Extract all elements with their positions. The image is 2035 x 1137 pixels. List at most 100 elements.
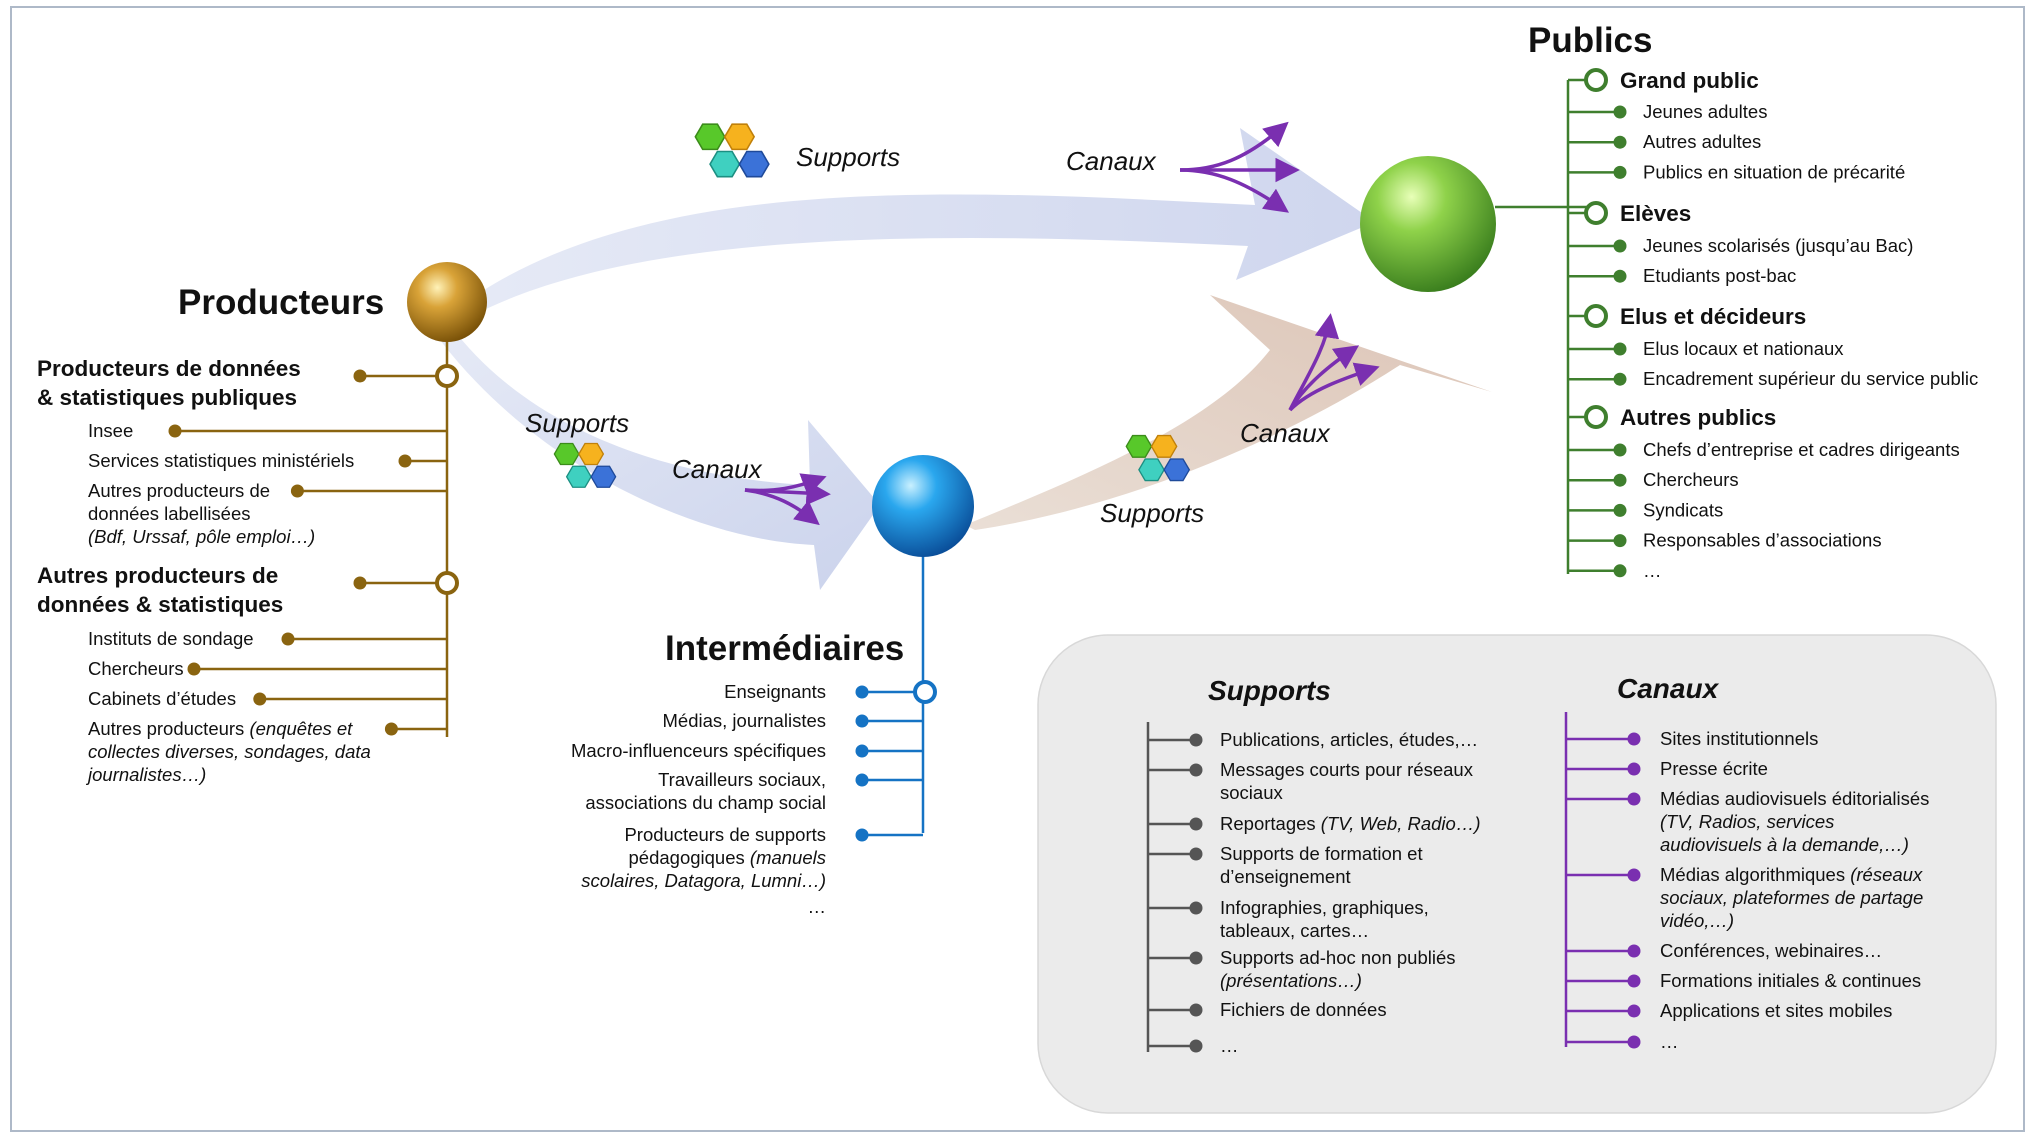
legend-canaux-dot <box>1627 792 1641 806</box>
producer-item-text: (enquêtes et <box>249 718 353 739</box>
producers-title: Producteurs <box>178 283 384 322</box>
intermediary-item-text: scolaires, Datagora, Lumni…) <box>581 870 826 891</box>
producer-item-text: Cabinets d’études <box>88 688 236 709</box>
legend-canaux-item: Applications et sites mobiles <box>1660 1000 1892 1021</box>
intermediary-item: Travailleurs sociaux,associations du cha… <box>585 769 826 813</box>
public-item: Responsables d’associations <box>1643 530 1882 551</box>
legend-canaux-item-text: (réseaux <box>1850 864 1923 885</box>
intermediary-ellipsis: … <box>808 896 827 917</box>
legend-canaux-item-text: (TV, Radios, services <box>1660 811 1834 832</box>
intermediaries-sphere <box>872 455 974 557</box>
producer-item-text: Instituts de sondage <box>88 628 254 649</box>
legend-supports-dot <box>1189 1003 1203 1017</box>
producer-item-text: Insee <box>88 420 133 441</box>
intermediary-item: Enseignants <box>724 681 826 702</box>
legend-supports-dot <box>1189 1039 1203 1053</box>
label-right-supports: Supports <box>1100 498 1204 528</box>
public-group-node <box>1584 304 1608 328</box>
legend-canaux-item-text: audiovisuels à la demande,…) <box>1660 834 1909 855</box>
legend-canaux-item-text: Sites institutionnels <box>1660 728 1818 749</box>
legend-supports-item: Publications, articles, études,… <box>1220 729 1478 750</box>
public-item-dot <box>1613 564 1627 578</box>
legend-canaux-dot <box>1627 868 1641 882</box>
legend-supports-item-text: Publications, articles, études,… <box>1220 729 1478 750</box>
legend-supports-dot <box>1189 733 1203 747</box>
legend-canaux-item-text: vidéo,…) <box>1660 910 1734 931</box>
legend-canaux-item: Médias audiovisuels éditorialisés(TV, Ra… <box>1660 788 1929 855</box>
legend-supports-item-text: Supports ad-hoc non publiés <box>1220 947 1456 968</box>
public-item-dot <box>1613 239 1627 253</box>
producer-group-node <box>435 364 459 388</box>
label-right-canaux: Canaux <box>1240 418 1331 448</box>
producer-item-text: (Bdf, Urssaf, pôle emploi…) <box>88 526 315 547</box>
legend-supports-item: Reportages (TV, Web, Radio…) <box>1220 813 1481 834</box>
canaux-fan-right-icon <box>1288 313 1380 412</box>
label-top-canaux: Canaux <box>1066 146 1157 176</box>
intermediary-item-text: (manuels <box>750 847 826 868</box>
producer-item-text: journalistes…) <box>85 764 206 785</box>
public-group-title: Grand public <box>1620 68 1759 93</box>
public-item: Jeunes scolarisés (jusqu’au Bac) <box>1643 235 1913 256</box>
legend-canaux-dot <box>1627 762 1641 776</box>
arrow-producers-to-publics <box>455 128 1375 318</box>
public-item-dot <box>1613 105 1627 119</box>
legend-canaux-item: Conférences, webinaires… <box>1660 940 1882 961</box>
tree-lists: Producteurs de données& statistiques pub… <box>37 68 1978 1056</box>
producer-group-title-line: Producteurs de données <box>37 356 301 381</box>
legend-supports-item-text: (TV, Web, Radio…) <box>1321 813 1481 834</box>
public-item-dot <box>1613 269 1627 283</box>
legend-canaux-item: Sites institutionnels <box>1660 728 1818 749</box>
producer-item: Insee <box>88 420 133 441</box>
legend-canaux-dot <box>1627 974 1641 988</box>
legend-canaux-item: Presse écrite <box>1660 758 1768 779</box>
legend-supports-item-text: (présentations…) <box>1220 970 1362 991</box>
public-item: Elus locaux et nationaux <box>1643 338 1844 359</box>
legend-canaux-dot <box>1627 1035 1641 1049</box>
legend-canaux-title: Canaux <box>1617 673 1720 704</box>
public-item: Chercheurs <box>1643 469 1739 490</box>
producer-group-title: Producteurs de données& statistiques pub… <box>37 356 301 410</box>
publics-sphere <box>1360 156 1496 292</box>
public-item-dot <box>1613 342 1627 356</box>
producers-sphere <box>407 262 487 342</box>
legend-supports-item-text: Fichiers de données <box>1220 999 1387 1020</box>
frame-border <box>10 6 2025 1132</box>
public-item-dot <box>1613 473 1627 487</box>
public-item: Jeunes adultes <box>1643 101 1767 122</box>
public-group-node <box>1584 201 1608 225</box>
legend-supports-item: Infographies, graphiques,tableaux, carte… <box>1220 897 1429 941</box>
intermediary-item-text: pédagogiques <box>629 847 750 868</box>
legend-supports-item-text: tableaux, cartes… <box>1220 920 1369 941</box>
public-item: Publics en situation de précarité <box>1643 161 1905 182</box>
supports-hex-top-icon <box>694 123 770 178</box>
public-item-dot <box>1613 503 1627 517</box>
legend-supports-dot <box>1189 847 1203 861</box>
legend-supports-item-text: d’enseignement <box>1220 866 1351 887</box>
legend-supports-item: … <box>1220 1035 1239 1056</box>
legend-supports-item: Supports ad-hoc non publiés(présentation… <box>1220 947 1456 991</box>
legend-canaux-item-text: Applications et sites mobiles <box>1660 1000 1892 1021</box>
legend-canaux-item-text: Presse écrite <box>1660 758 1768 779</box>
canaux-fan-top-icon <box>1179 121 1300 213</box>
canaux-fan-left-icon <box>744 473 831 526</box>
legend-supports-item-text: sociaux <box>1220 782 1283 803</box>
legend-canaux-dot <box>1627 1004 1641 1018</box>
producer-item-text: données labellisées <box>88 503 251 524</box>
arrow-producers-to-intermediaries <box>440 325 880 590</box>
public-item: Chefs d’entreprise et cadres dirigeants <box>1643 439 1960 460</box>
publics-title: Publics <box>1528 21 1652 60</box>
legend-supports-item-text: Supports de formation et <box>1220 843 1423 864</box>
legend-supports-item: Fichiers de données <box>1220 999 1387 1020</box>
label-left-supports: Supports <box>525 408 629 438</box>
intermediary-item-text: Producteurs de supports <box>624 824 826 845</box>
intermediary-first-node <box>913 680 937 704</box>
intermediary-item: Macro-influenceurs spécifiques <box>571 740 826 761</box>
legend-supports-dot <box>1189 901 1203 915</box>
legend-canaux-item: … <box>1660 1031 1679 1052</box>
producer-item: Cabinets d’études <box>88 688 236 709</box>
